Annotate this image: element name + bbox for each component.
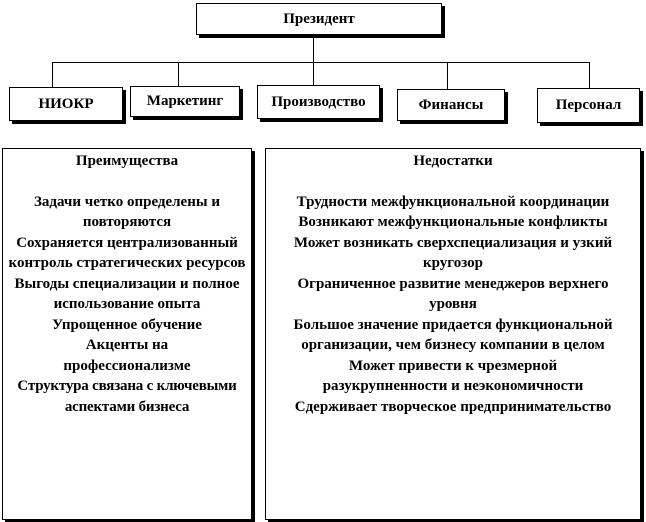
president-label: Президент [283,10,355,27]
department-personnel: Персонал [537,88,640,123]
advantage-item: Задачи четко определены и повторяются [34,193,220,231]
department-label: Финансы [418,96,484,113]
department-production: Производство [257,85,380,119]
connector-niokr [52,62,53,87]
disadvantage-item: Трудности межфункциональной координации [296,193,610,210]
department-label: Персонал [555,97,622,113]
advantage-item: Структура связана с ключевыми аспектами … [17,378,237,415]
department-label: Маркетинг [146,93,224,109]
advantages-panel: Преимущества Задачи четко определены и п… [2,148,252,520]
connector-personnel [589,62,590,88]
disadvantages-panel: Недостатки Трудности межфункциональной к… [265,148,641,520]
disadvantage-item: Может возникать сверхспециализация и узк… [293,234,613,272]
connector-president-down [313,35,314,62]
disadvantage-item: Большое значение придается функционально… [293,316,613,354]
department-marketing: Маркетинг [130,86,240,117]
department-niokr: НИОКР [9,87,123,121]
advantages-title: Преимущества [75,153,179,169]
department-label: Производство [271,93,366,110]
president-box: Президент [196,3,442,35]
advantage-item: Упрощенное обучение [52,316,202,333]
disadvantage-item: Может привести к чрезмерной разукрупненн… [322,357,584,395]
disadvantages-title: Недостатки [413,153,493,169]
disadvantage-item: Возникают межфункциональные конфликты [298,214,608,230]
connector-horizontal-bar [52,62,589,63]
connector-finance [447,62,448,89]
disadvantage-item: Ограниченное развитие менеджеров верхнег… [297,275,609,313]
connector-marketing [178,62,179,86]
advantage-item: Сохраняется централизованный контроль ст… [8,234,246,272]
disadvantage-item: Сдерживает творческое предпринимательств… [294,398,612,415]
department-label: НИОКР [38,95,94,112]
advantage-item: Выгоды специализации и полное использова… [14,275,240,313]
department-finance: Финансы [397,89,505,121]
connector-production [313,62,314,85]
advantage-item: Акценты на профессионализме [63,337,191,374]
